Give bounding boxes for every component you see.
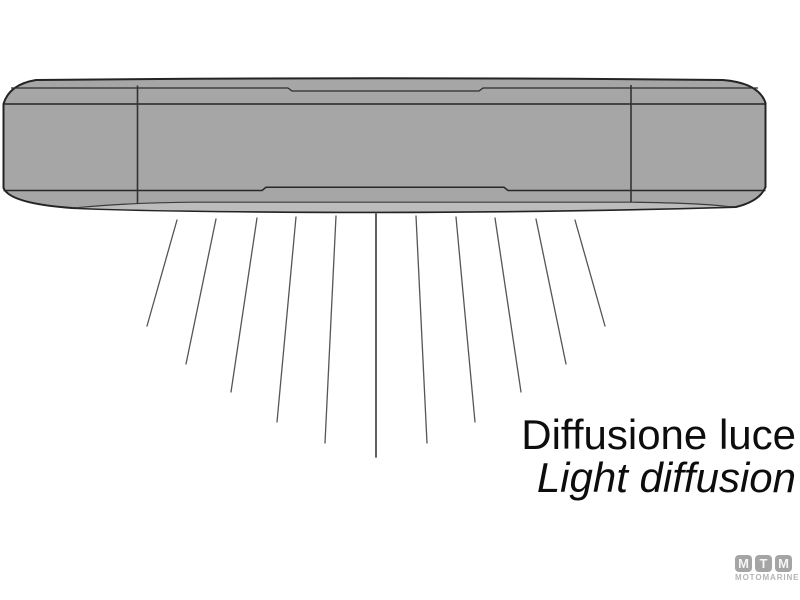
light-rays (146, 213, 606, 458)
light-ray (574, 219, 606, 327)
light-ray (455, 216, 476, 423)
light-ray (324, 215, 337, 444)
front-face-bottom-line (3, 186, 766, 192)
caption-block: Diffusione luce Light diffusion (521, 413, 796, 499)
light-bar-graphic (2, 77, 767, 214)
top-face-inner-line (11, 87, 758, 92)
logo-letter-box-m2: M (775, 555, 792, 572)
logo-letter-box-m1: M (735, 555, 752, 572)
light-ray (146, 219, 178, 327)
light-bar-underside (76, 202, 729, 212)
light-ray (415, 215, 428, 444)
underside-edge-line (75, 201, 729, 209)
caption-english: Light diffusion (536, 454, 796, 501)
light-ray (535, 218, 567, 365)
mtm-logo: M T M MOTOMARINE (735, 555, 799, 582)
caption-italian: Diffusione luce (521, 411, 796, 458)
logo-letter-box-t: T (755, 555, 772, 572)
light-ray (276, 216, 297, 423)
light-ray (185, 218, 217, 365)
logo-name: MOTOMARINE (735, 573, 800, 582)
logo-letter-boxes: M T M (735, 555, 799, 572)
light-bar-body (2, 77, 767, 214)
light-ray (494, 217, 522, 393)
light-ray (230, 217, 258, 393)
